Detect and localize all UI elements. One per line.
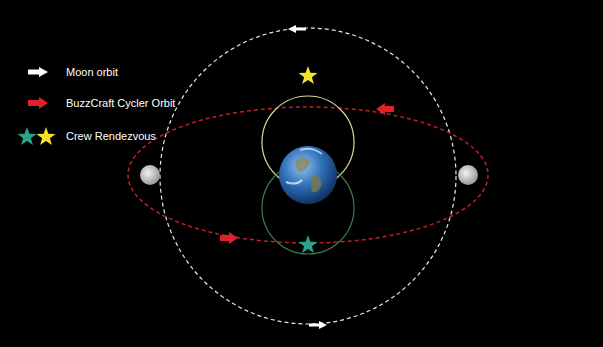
rendezvous-star [299,235,318,253]
legend-yellow-star [37,127,56,145]
rendezvous-star [299,66,318,84]
moon-orbit [160,28,456,324]
cycler-arrow [376,103,394,115]
cycler-arrow [220,232,238,244]
legend-green-star [18,127,37,145]
earth [279,146,337,204]
legend-text: Crew Rendezvous [66,130,156,143]
moon-orbit-arrow [309,321,327,329]
legend-white-arrow [28,67,48,77]
legend-text: Moon orbit [66,66,118,79]
moon-orbit-arrow [288,25,306,33]
moon [140,165,160,185]
moon [458,165,478,185]
legend-text: BuzzCraft Cycler Orbit [66,97,175,110]
legend-red-arrow [28,97,48,109]
cycler-orbit [128,107,488,243]
